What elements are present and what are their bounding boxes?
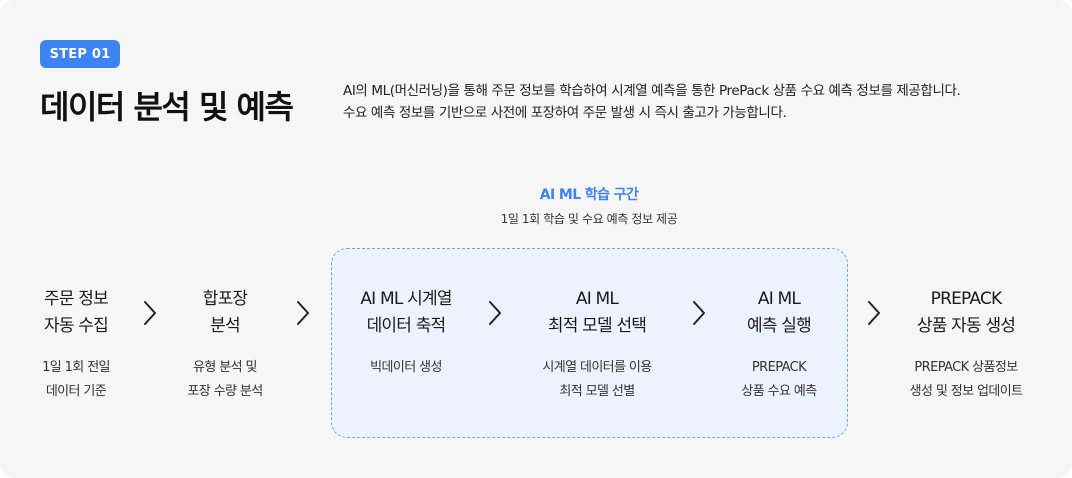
step-desc-line: 최적 모델 선별: [559, 384, 635, 399]
process-step-order-collection: 주문 정보 자동 수집 1일 1회 전일 데이터 기준: [42, 286, 110, 399]
step-title-line: 데이터 축적: [366, 316, 447, 336]
step-desc-line: 1일 1회 전일: [42, 360, 110, 375]
description-line: AI의 ML(머신러닝)을 통해 주문 정보를 학습하여 시계열 예측을 통한 …: [343, 83, 961, 99]
step-description: 유형 분석 및 포장 수량 분석: [187, 356, 263, 404]
step-desc-line: 빅데이터 생성: [370, 360, 442, 375]
process-step-packing-analysis: 합포장 분석 유형 분석 및 포장 수량 분석: [187, 286, 263, 399]
step-title-line: AI ML 시계열: [360, 289, 452, 309]
process-step-model-selection: AI ML 최적 모델 선택 시계열 데이터를 이용 최적 모델 선별: [542, 286, 652, 399]
process-step-prepack-creation: PREPACK 상품 자동 생성 PREPACK 상품정보 생성 및 정보 업데…: [910, 286, 1023, 399]
description-line: 수요 예측 정보를 기반으로 사전에 포장하여 주문 발생 시 즉시 출고가 가…: [343, 105, 787, 121]
process-step-data-accumulation: AI ML 시계열 데이터 축적 빅데이터 생성: [360, 286, 452, 375]
step-title: AI ML 시계열 데이터 축적: [360, 286, 452, 340]
step-desc-line: 데이터 기준: [45, 384, 107, 399]
ai-section-title: AI ML 학습 구간: [539, 187, 639, 203]
step-desc-line: 생성 및 정보 업데이트: [909, 384, 1023, 399]
step-title: AI ML 예측 실행: [747, 286, 812, 340]
step-badge: STEP 01: [40, 40, 120, 68]
ai-section-subtitle: 1일 1회 학습 및 수요 예측 정보 제공: [500, 212, 678, 226]
chevron-right-icon: [692, 298, 706, 328]
step-desc-line: 상품 수요 예측: [741, 384, 817, 399]
step-description: 시계열 데이터를 이용 최적 모델 선별: [542, 356, 652, 404]
step-title-line: 예측 실행: [747, 316, 812, 336]
step-title-line: 주문 정보: [44, 289, 109, 309]
step-description: PREPACK 상품 수요 예측: [741, 356, 817, 404]
step-desc-line: PREPACK: [751, 360, 807, 375]
step-title: 주문 정보 자동 수집: [44, 286, 109, 340]
page-title: 데이터 분석 및 예측: [40, 88, 294, 126]
step-desc-line: 시계열 데이터를 이용: [542, 360, 652, 375]
step-title-line: PREPACK: [930, 289, 1003, 309]
description: AI의 ML(머신러닝)을 통해 주문 정보를 학습하여 시계열 예측을 통한 …: [343, 80, 1043, 124]
chevron-right-icon: [296, 298, 310, 328]
chevron-right-icon: [488, 298, 502, 328]
chevron-right-icon: [143, 298, 157, 328]
ai-learning-zone: [331, 248, 848, 438]
step-desc-line: 포장 수량 분석: [187, 384, 263, 399]
step-title-line: 자동 수집: [44, 316, 109, 336]
step-title: 합포장 분석: [203, 286, 248, 340]
step-title: PREPACK 상품 자동 생성: [916, 286, 1016, 340]
step-description: 1일 1회 전일 데이터 기준: [42, 356, 110, 404]
step-title: AI ML 최적 모델 선택: [547, 286, 647, 340]
step-desc-line: PREPACK 상품정보: [914, 360, 1018, 375]
step-description: PREPACK 상품정보 생성 및 정보 업데이트: [910, 356, 1023, 404]
step-title-line: 상품 자동 생성: [916, 316, 1016, 336]
step-title-line: 최적 모델 선택: [547, 316, 647, 336]
step-title-line: 분석: [210, 316, 240, 336]
step-desc-line: 유형 분석 및: [193, 360, 257, 375]
step-title-line: AI ML: [757, 289, 801, 309]
process-step-prediction: AI ML 예측 실행 PREPACK 상품 수요 예측: [741, 286, 817, 399]
step-title-line: 합포장: [202, 289, 248, 309]
step-title-line: AI ML: [575, 289, 619, 309]
step-description: 빅데이터 생성: [370, 356, 442, 380]
chevron-right-icon: [867, 298, 881, 328]
